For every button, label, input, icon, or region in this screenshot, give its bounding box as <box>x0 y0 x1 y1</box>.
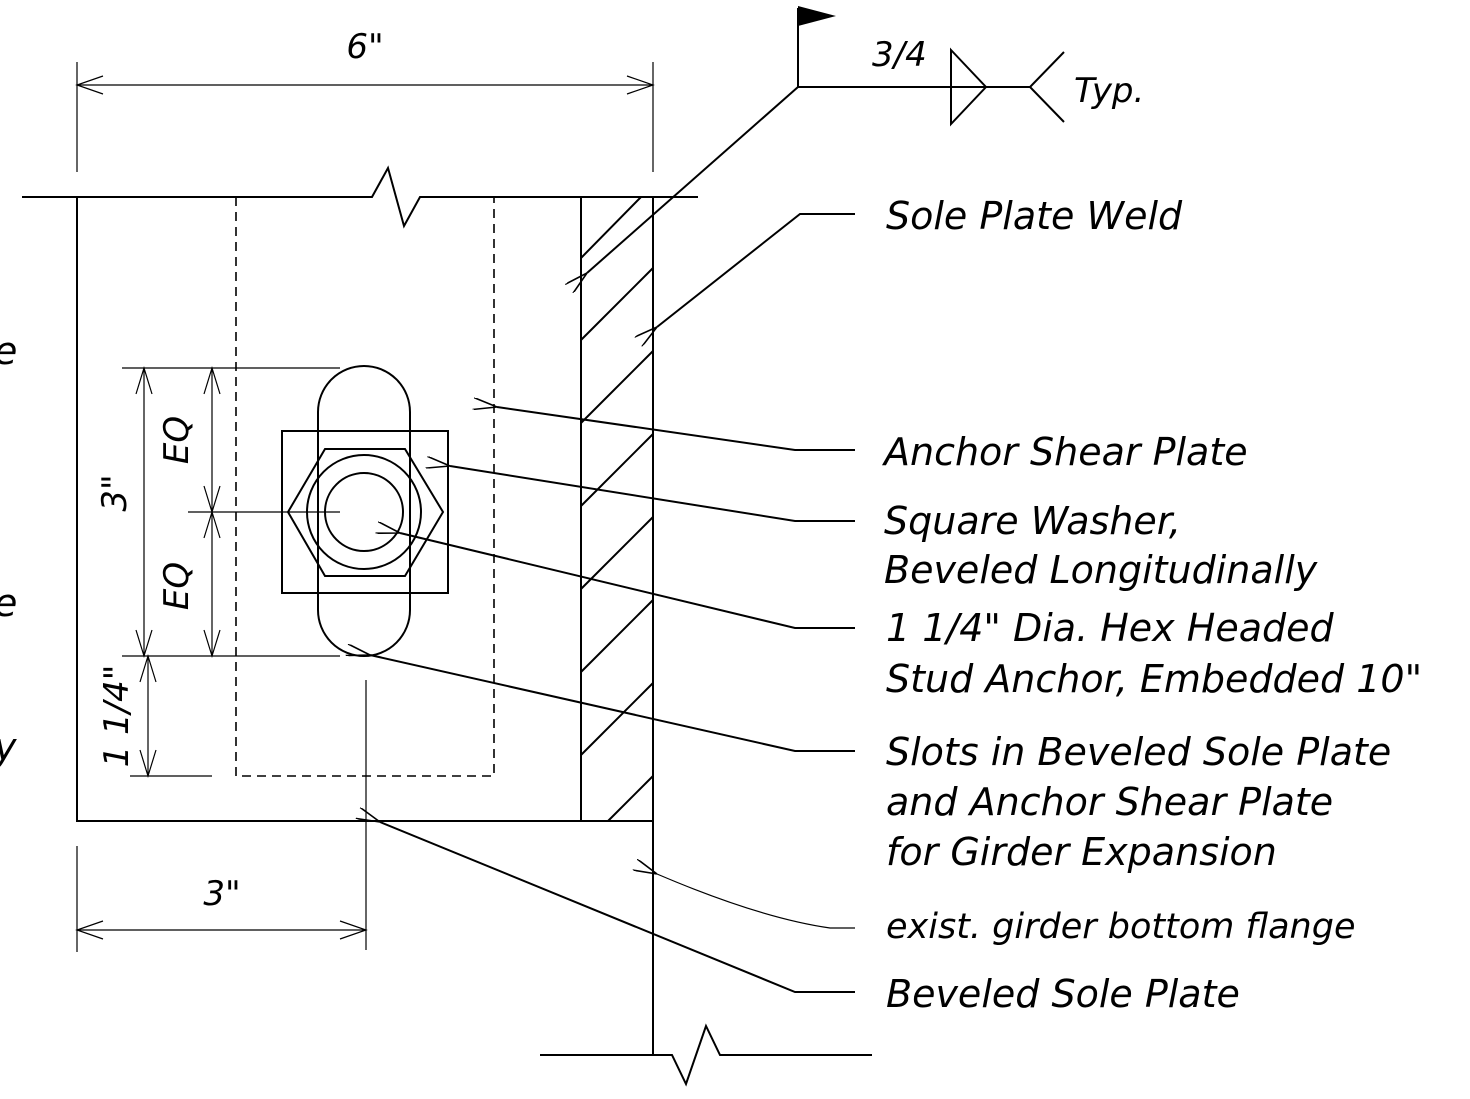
svg-text:3": 3" <box>95 474 135 511</box>
dim-slot-3: 3" <box>95 365 153 659</box>
dim-top-6: 6" <box>75 27 655 95</box>
svg-text:3": 3" <box>203 874 240 914</box>
anchor-shear-plate-hidden <box>235 197 495 777</box>
label-slots: Slots in Beveled Sole Plate and Anchor S… <box>886 730 1403 874</box>
sole-plate-outline <box>76 197 653 822</box>
dim-bottom-3: 3" <box>75 874 368 940</box>
svg-text:3/4: 3/4 <box>872 35 927 75</box>
weld-hatch <box>580 196 654 822</box>
label-existing-girder-flange: exist. girder bottom flange <box>886 907 1355 947</box>
flange-leader <box>657 874 855 929</box>
dim-edge-1-1-4: 1 1/4" <box>97 653 157 779</box>
label-sole-plate-weld: Sole Plate Weld <box>886 194 1183 238</box>
dim-eq-upper: EQ <box>157 365 221 515</box>
label-beveled-sole-plate: Beveled Sole Plate <box>886 972 1240 1016</box>
weld-symbol: 3/4 Typ. <box>587 6 1144 273</box>
bottom-break-line <box>540 1023 872 1087</box>
svg-text:EQ: EQ <box>157 562 197 610</box>
svg-text:EQ: EQ <box>157 416 197 464</box>
label-stud-anchor: 1 1/4" Dia. Hex Headed Stud Anchor, Embe… <box>886 606 1422 701</box>
left-fragment-3: y <box>0 725 17 769</box>
left-fragment-2: e <box>0 581 17 625</box>
top-break-line <box>22 165 698 229</box>
field-weld-flag-icon <box>798 6 836 26</box>
leader-lines <box>370 213 855 993</box>
left-fragment-1: e <box>0 329 17 373</box>
svg-text:1 1/4": 1 1/4" <box>97 665 137 768</box>
label-square-washer: Square Washer, Beveled Longitudinally <box>884 499 1318 592</box>
slot-outline <box>317 365 411 657</box>
dim-eq-lower: EQ <box>157 509 221 659</box>
label-anchor-shear-plate: Anchor Shear Plate <box>881 430 1248 474</box>
svg-text:Typ.: Typ. <box>1074 71 1144 111</box>
svg-text:6": 6" <box>346 27 383 67</box>
